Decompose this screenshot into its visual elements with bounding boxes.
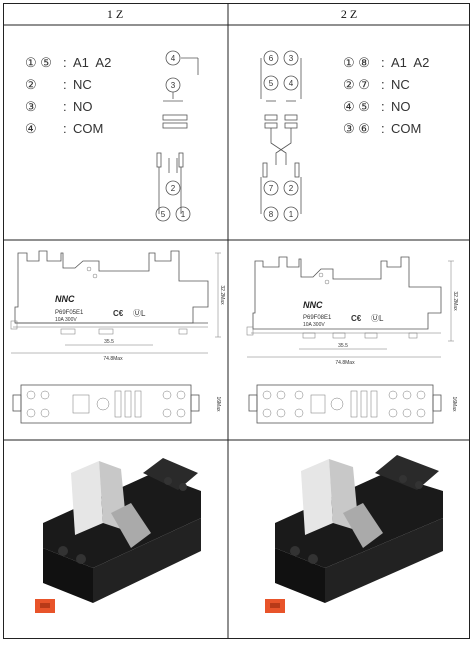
svg-text:COM: COM <box>391 121 421 136</box>
svg-text::: : <box>381 55 385 70</box>
svg-text:3: 3 <box>289 54 294 63</box>
svg-text:16Max: 16Max <box>215 396 221 412</box>
header-2z: 2 Z <box>341 7 357 21</box>
datasheet-grid: 1 Z 2 Z ① ⑤ : A1 A2 ② : NC ③ : NO ④ : CO… <box>3 3 470 639</box>
legend-1z: ① ⑤ : A1 A2 ② : NC ③ : NO ④ : COM <box>25 55 111 136</box>
ul-mark: ⓊL <box>133 309 146 318</box>
legend-2z: ① ⑧ : A1 A2 ② ⑦ : NC ④ ⑤ : NO ③ ⑥ : COM <box>343 55 429 136</box>
svg-text::: : <box>381 99 385 114</box>
svg-text:10A 300V: 10A 300V <box>303 322 325 328</box>
svg-text:2: 2 <box>171 184 176 193</box>
svg-text:③ ⑥: ③ ⑥ <box>343 121 370 136</box>
svg-text:4: 4 <box>289 79 294 88</box>
svg-text:P69F05E1: P69F05E1 <box>55 310 84 316</box>
svg-text:③: ③ <box>25 99 37 114</box>
svg-text:35.5: 35.5 <box>104 339 114 345</box>
svg-text:1: 1 <box>289 210 294 219</box>
svg-text::: : <box>63 55 67 70</box>
svg-text:4: 4 <box>171 54 176 63</box>
svg-text:32.2Max: 32.2Max <box>219 285 225 305</box>
drawing-1z-front: NNC P69F05E1 10A 300V C€ ⓊL 32.2Max 35.5… <box>10 250 225 362</box>
svg-text:P69F08E1: P69F08E1 <box>303 315 332 321</box>
svg-text:6: 6 <box>269 54 274 63</box>
svg-text:NNC: NNC <box>55 294 75 304</box>
svg-text:NNC: NNC <box>303 300 323 310</box>
svg-text::: : <box>63 99 67 114</box>
table-border <box>3 3 470 639</box>
svg-text:5: 5 <box>161 210 166 219</box>
ce-mark: C€ <box>113 309 124 318</box>
pin-circle <box>165 50 181 66</box>
legend-1z-coil-nums: ① ⑤ <box>25 55 52 70</box>
header-1z: 1 Z <box>107 7 123 21</box>
svg-text:④ ⑤: ④ ⑤ <box>343 99 370 114</box>
svg-text:3: 3 <box>171 81 176 90</box>
svg-text:① ⑧: ① ⑧ <box>343 55 370 70</box>
svg-text:NC: NC <box>391 77 410 92</box>
svg-text:74.8Max: 74.8Max <box>335 360 355 366</box>
svg-text:35.5: 35.5 <box>338 343 348 349</box>
svg-text:COM: COM <box>73 121 103 136</box>
svg-text:NC: NC <box>73 77 92 92</box>
ce-mark-2: C€ <box>351 314 362 323</box>
product-photo-1z <box>35 458 201 613</box>
svg-text:NO: NO <box>73 99 93 114</box>
svg-text:2: 2 <box>289 184 294 193</box>
svg-text:④: ④ <box>25 121 37 136</box>
product-photo-2z <box>265 455 443 613</box>
schematic-2z: 6 3 5 4 7 2 8 1 <box>260 50 302 222</box>
svg-text:16Max: 16Max <box>451 396 457 412</box>
svg-text::: : <box>63 77 67 92</box>
svg-text:5: 5 <box>269 79 274 88</box>
legend-1z-coil-label: A1 A2 <box>73 55 111 70</box>
drawing-1z-bottom: 16Max <box>12 384 221 424</box>
svg-text:1: 1 <box>181 210 186 219</box>
schematic-1z: 4 3 2 5 1 <box>155 50 199 222</box>
svg-text::: : <box>63 121 67 136</box>
svg-text:8: 8 <box>269 210 274 219</box>
svg-text:②: ② <box>25 77 37 92</box>
svg-text:74.8Max: 74.8Max <box>103 356 123 362</box>
drawing-2z-bottom: 16Max <box>248 384 457 424</box>
svg-text:7: 7 <box>269 184 274 193</box>
svg-text:10A 300V: 10A 300V <box>55 317 77 323</box>
ul-mark-2: ⓊL <box>371 314 384 323</box>
svg-text:NO: NO <box>391 99 411 114</box>
svg-text:A1 A2: A1 A2 <box>391 55 429 70</box>
svg-text::: : <box>381 77 385 92</box>
svg-text::: : <box>381 121 385 136</box>
svg-text:② ⑦: ② ⑦ <box>343 77 370 92</box>
svg-text:32.2Max: 32.2Max <box>452 291 458 311</box>
drawing-2z-front: NNC P69F08E1 10A 300V C€ ⓊL 32.2Max 35.5… <box>246 256 458 366</box>
